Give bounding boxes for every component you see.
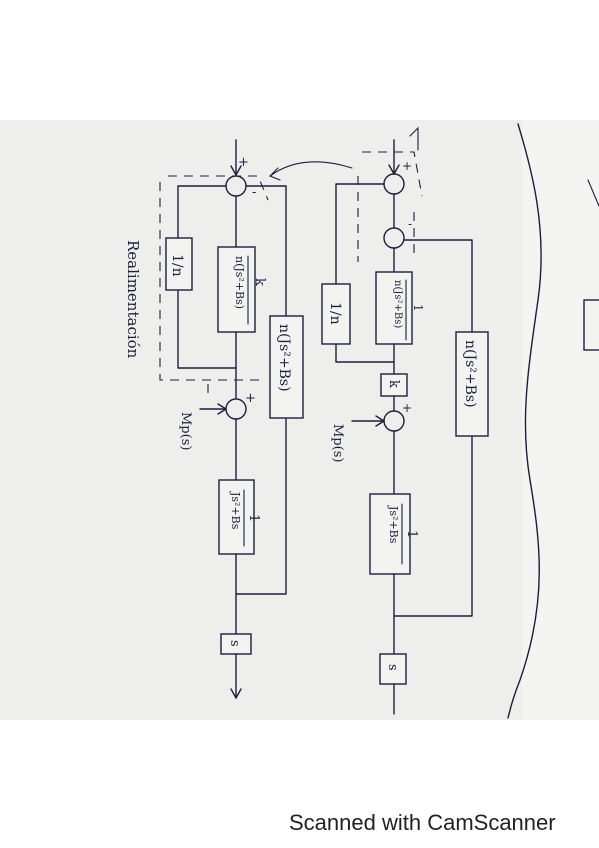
- right-output-block: [379, 653, 407, 685]
- left-disturbance-arrow: [217, 403, 227, 415]
- torn-page-edge: [507, 123, 542, 719]
- right-forward-numerator: 1: [411, 304, 425, 312]
- left-feedback-block: [165, 237, 193, 291]
- right-plant-block: [369, 493, 411, 575]
- right-side-block: [455, 331, 489, 437]
- right-block-diagram: 1/n 1 n(Js²+Bs) k n(Js²+Bs) Mp(s) 1 Js²+…: [321, 126, 489, 715]
- left-summing-junction-top: [225, 175, 247, 197]
- right-sign-mid: +: [402, 401, 412, 415]
- left-plant-block: [218, 479, 255, 555]
- right-edge-partial-block: [583, 299, 599, 351]
- right-edge-partial-line: [587, 179, 599, 207]
- left-output-block-label: s: [227, 640, 242, 647]
- left-feedback-label: Realimentación: [124, 240, 142, 359]
- left-output-arrow: [230, 688, 242, 699]
- right-dashed-frame-top: [362, 151, 423, 197]
- right-plant-numerator: 1: [404, 530, 419, 538]
- right-feedback-path-lower: [335, 343, 395, 363]
- right-side-block-label: n(Js²+Bs): [462, 340, 478, 408]
- left-dashed-frame-left: [159, 182, 260, 381]
- right-feedback-block: [321, 283, 351, 345]
- right-feedback-path-upper: [335, 183, 385, 285]
- right-input-tick-mark: [409, 126, 419, 151]
- right-side-path-upper: [403, 239, 473, 333]
- curved-arrow-head: [269, 167, 281, 181]
- left-sign-mid: +: [245, 391, 256, 406]
- left-side-path-upper: [245, 185, 287, 317]
- right-disturbance-label: Mp(s): [330, 424, 345, 462]
- left-disturbance-label: Mp(s): [178, 412, 193, 450]
- right-summing-junction-mid: [383, 410, 405, 432]
- left-side-block-label: n(Js²+Bs): [276, 324, 292, 392]
- left-forward-block: [217, 246, 256, 333]
- left-feedback-path-upper: [177, 185, 227, 239]
- right-summing-junction-second: [383, 227, 405, 249]
- left-plant-numerator: 1: [246, 514, 261, 522]
- left-to-right-curved-arrow: [269, 161, 353, 177]
- left-feedback-block-label: 1/n: [169, 254, 185, 277]
- left-sign-side: -: [252, 185, 256, 200]
- right-side-path-lower: [393, 435, 473, 617]
- right-summing-junction-top: [383, 173, 405, 195]
- right-output-block-label: s: [385, 664, 400, 671]
- left-side-path-lower: [235, 417, 287, 595]
- paper-sheet: [0, 120, 599, 720]
- right-sign-side: -: [408, 217, 412, 231]
- right-disturbance-arrow: [375, 415, 385, 427]
- left-plant-denominator: Js²+Bs: [229, 491, 242, 530]
- left-input-arrow: [230, 165, 242, 176]
- right-plant-denominator: Js²+Bs: [387, 505, 400, 544]
- left-feedback-path-lower: [177, 289, 237, 369]
- right-gain-block-label: k: [386, 380, 401, 388]
- right-forward-denominator: n(Js²+Bs): [392, 280, 403, 328]
- left-block-diagram: Realimentación 1/n k n(Js²+Bs) n(Js²+Bs)…: [124, 139, 353, 699]
- right-sign-top: +: [402, 159, 412, 173]
- scanner-watermark: Scanned with CamScanner: [289, 810, 556, 835]
- left-forward-denominator: n(Js²+Bs): [233, 256, 246, 309]
- left-side-block: [269, 315, 304, 419]
- left-sign-top: +: [238, 155, 249, 170]
- right-feedback-block-label: 1/n: [327, 302, 343, 325]
- left-summing-junction-mid: [225, 398, 247, 420]
- left-forward-numerator: k: [252, 278, 267, 286]
